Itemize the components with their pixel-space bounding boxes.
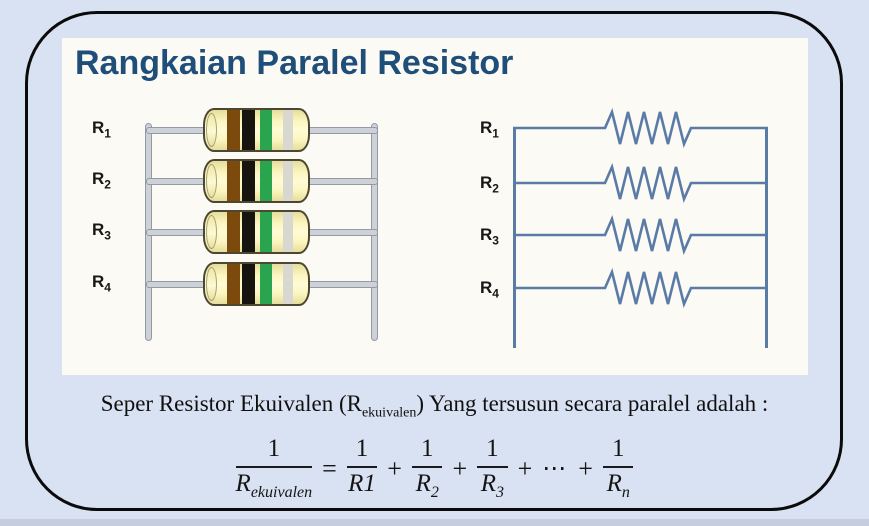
denominator: Rekuivalen [236, 468, 313, 502]
resistor-body [203, 262, 310, 306]
den-sub: 3 [496, 483, 505, 501]
caption-subscript: ekuivalen [361, 405, 417, 421]
resistor-end-cap [206, 267, 217, 301]
schematic-label-r1: R1 [480, 118, 514, 140]
resistor-label-r1: R1 [92, 118, 126, 140]
black-band [242, 264, 255, 304]
label-sub: 2 [104, 177, 111, 192]
resistor-body [203, 108, 310, 152]
page-title: Rangkaian Paralel Resistor [75, 44, 514, 82]
green-band [260, 110, 272, 150]
label-base: R [92, 118, 105, 137]
silver-band [283, 212, 293, 252]
brown-band [227, 161, 240, 201]
fraction-r1: 1 R1 [346, 435, 378, 502]
label-sub: 2 [492, 181, 499, 196]
black-band [242, 110, 255, 150]
black-band [242, 212, 255, 252]
brown-band [227, 110, 240, 150]
green-band [260, 264, 272, 304]
brown-band [227, 212, 240, 252]
fraction-r2: 1 R2 [411, 435, 443, 502]
resistor-zigzag-symbol [513, 163, 768, 203]
numerator: 1 [477, 435, 508, 468]
denominator: Rn [607, 468, 630, 502]
green-band [260, 212, 272, 252]
resistor-zigzag-symbol [513, 215, 768, 255]
label-base: R [480, 118, 493, 137]
numerator: 1 [602, 435, 634, 468]
label-sub: 3 [104, 228, 111, 243]
label-sub: 4 [492, 286, 499, 301]
silver-band [283, 110, 293, 150]
resistor-end-cap [206, 215, 217, 249]
plus-sign: + [387, 453, 402, 483]
label-base: R [92, 169, 105, 188]
silver-band [283, 264, 293, 304]
numerator: 1 [346, 435, 378, 468]
resistor-label-r2: R2 [92, 169, 126, 191]
schematic-left-bus-wire [513, 128, 516, 348]
bottom-edge-strip [0, 519, 869, 526]
resistor-label-r4: R4 [92, 272, 126, 294]
diagram-panel: Rangkaian Paralel Resistor R1 R2 [62, 38, 808, 375]
caption-text: Seper Resistor Ekuivalen (Rekuivalen) Ya… [0, 391, 869, 422]
resistor-body [203, 159, 310, 203]
den-base: R1 [348, 469, 376, 497]
den-base: R [606, 469, 622, 497]
den-base: R [480, 469, 497, 497]
label-base: R [92, 272, 105, 291]
resistor-body [203, 210, 310, 254]
label-sub: 4 [104, 280, 111, 295]
resistor-end-cap [206, 113, 217, 147]
resistor-zigzag-symbol [513, 268, 768, 308]
green-band [260, 161, 272, 201]
label-sub: 1 [104, 126, 111, 141]
plus-sign: + [578, 453, 593, 483]
resistor-end-cap [206, 164, 217, 198]
den-sub: n [621, 483, 630, 501]
plus-sign: + [517, 453, 533, 483]
denominator: R3 [481, 468, 504, 502]
label-base: R [480, 278, 493, 297]
equivalent-resistance-formula: 1 Rekuivalen = 1 R1 + 1 R2 + 1 R3 + ⋯ + … [0, 435, 869, 502]
schematic-right-bus-wire [765, 128, 768, 348]
equals-sign: = [322, 453, 337, 483]
rounded-border [25, 11, 843, 511]
caption-suffix: ) Yang tersusun secara paralel adalah : [416, 391, 769, 416]
label-sub: 3 [492, 233, 499, 248]
brown-band [227, 264, 240, 304]
fraction-rn: 1 Rn [602, 435, 634, 502]
label-sub: 1 [492, 126, 499, 141]
resistor-label-r3: R3 [92, 220, 126, 242]
schematic-label-r2: R2 [480, 173, 514, 195]
label-base: R [480, 225, 493, 244]
silver-band [283, 161, 293, 201]
resistor-zigzag-symbol [513, 108, 768, 148]
denominator: R1 [348, 468, 376, 502]
fraction-lhs: 1 Rekuivalen [235, 435, 313, 502]
caption-prefix: Seper Resistor Ekuivalen (R [100, 391, 362, 416]
den-base: R [235, 469, 251, 497]
label-base: R [92, 220, 105, 239]
ellipsis-dots: ⋯ [542, 456, 569, 483]
plus-sign: + [452, 453, 468, 483]
den-sub: 2 [430, 483, 439, 501]
numerator: 1 [411, 435, 443, 468]
schematic-label-r3: R3 [480, 225, 514, 247]
label-base: R [480, 173, 493, 192]
denominator: R2 [416, 468, 439, 502]
numerator: 1 [235, 435, 313, 468]
schematic-label-r4: R4 [480, 278, 514, 300]
den-sub: ekuivalen [250, 483, 313, 501]
fraction-r3: 1 R3 [477, 435, 508, 502]
den-base: R [415, 469, 431, 497]
black-band [242, 161, 255, 201]
